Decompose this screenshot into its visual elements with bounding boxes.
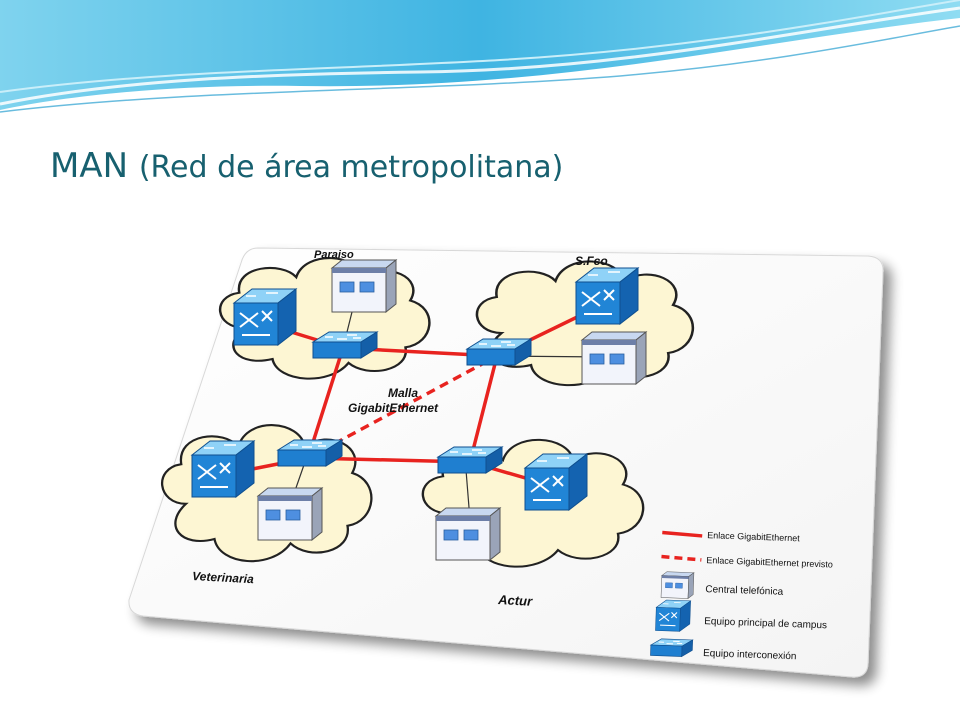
title-main: MAN (50, 146, 129, 186)
building-veterinaria-icon (257, 487, 323, 541)
legend-label-central: Central telefónica (705, 584, 784, 598)
site-label-veterinaria: Veterinaria (192, 569, 255, 586)
legend-label-enlace: Enlace GigabitEthernet (707, 530, 800, 543)
legend-core-switch-icon (654, 599, 692, 633)
legend-label-equipo-interconexion: Equipo interconexión (703, 648, 797, 662)
mesh-label-line1: Malla (388, 386, 418, 400)
core-switch-paraiso-icon (233, 288, 297, 346)
legend-solid-line-symbol (662, 530, 703, 538)
legend-building-icon (660, 571, 695, 599)
site-label-sfco: S.Fco (575, 254, 608, 268)
link-sfco-actur (468, 355, 499, 463)
site-label-actur: Actur (497, 592, 534, 609)
mesh-label-line2: GigabitEthernet (348, 401, 439, 415)
legend-label-equipo-principal: Equipo principal de campus (704, 616, 827, 631)
switch-actur-icon (437, 446, 503, 474)
switch-sfco-icon (466, 338, 532, 366)
slide-title: MAN (Red de área metropolitana) (50, 146, 563, 186)
building-paraiso-icon (331, 259, 397, 313)
site-label-paraiso: Paraiso (314, 249, 354, 261)
building-actur-icon (435, 507, 501, 561)
building-sfco-icon (581, 331, 647, 385)
core-switch-actur-icon (524, 453, 588, 511)
title-subtitle: (Red de área metropolitana) (138, 150, 564, 185)
legend: Enlace GigabitEthernet Enlace GigabitEth… (650, 530, 833, 662)
header-wave (0, 0, 960, 113)
legend-switch-icon (650, 638, 694, 658)
core-switch-veterinaria-icon (191, 440, 255, 498)
legend-dashed-line-symbol (661, 554, 702, 562)
switch-veterinaria-icon (277, 439, 343, 467)
switch-paraiso-icon (312, 331, 378, 359)
core-switch-sfco-icon (575, 267, 639, 325)
legend-label-enlace-previsto: Enlace GigabitEthernet previsto (706, 555, 833, 569)
